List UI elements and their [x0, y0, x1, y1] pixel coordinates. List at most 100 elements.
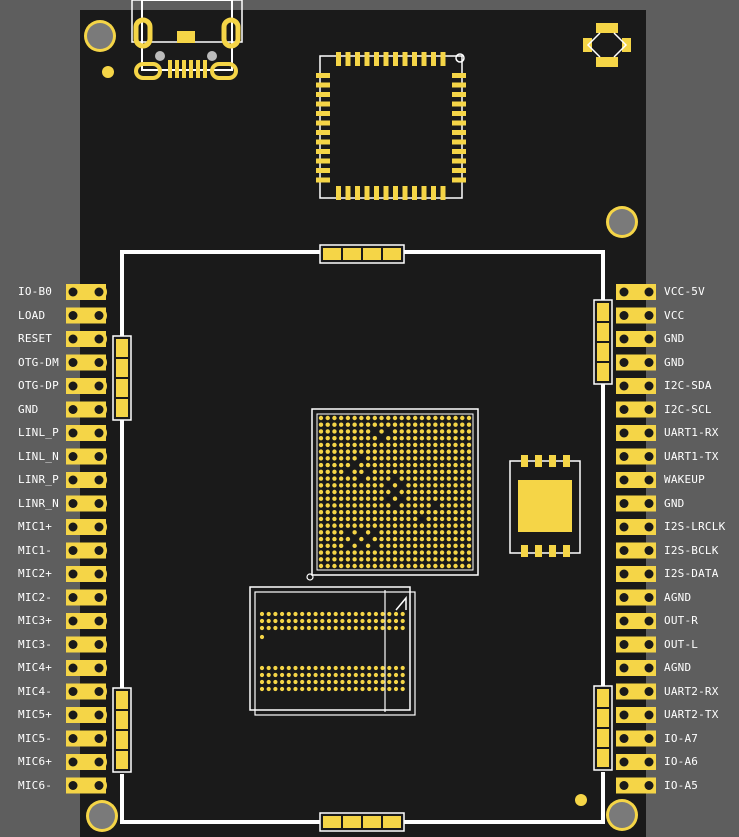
bga-ball — [426, 530, 431, 535]
mem-ball — [340, 618, 345, 624]
pin-hole — [94, 334, 104, 344]
bga-ball — [412, 489, 418, 495]
mem-ball — [393, 618, 399, 624]
pin-hole — [94, 358, 104, 367]
bga-ball — [399, 550, 404, 555]
left-header-pin — [66, 401, 107, 418]
left-pin-label: MIC6- — [18, 778, 53, 792]
bga-ball — [426, 476, 431, 481]
qfn-pin1 — [455, 53, 465, 63]
qfn-pad — [355, 52, 360, 66]
bga-ball — [332, 516, 337, 522]
right-header-pin — [616, 401, 656, 418]
mem-ball — [300, 672, 305, 678]
left-header-pin — [66, 519, 107, 535]
right-pin-label: VCC — [664, 308, 685, 322]
bga-ball — [412, 557, 418, 562]
bga-ball — [318, 429, 324, 434]
bga-ball — [433, 469, 438, 475]
bga-ball — [392, 516, 398, 522]
qfn-pad — [431, 186, 436, 200]
bga-ball — [332, 469, 337, 475]
left-header-pin — [66, 660, 107, 676]
right-pin-label: UART1-TX — [664, 449, 719, 463]
left-pin-label: MIC1- — [18, 543, 53, 557]
mem-ball — [353, 672, 358, 678]
bga-ball — [433, 536, 438, 542]
pin-hole — [619, 757, 629, 767]
bga-ball — [338, 442, 344, 448]
left-pin-label: GND — [18, 402, 39, 416]
pin-hole — [68, 311, 78, 320]
bga-ball — [365, 429, 371, 434]
bga-ball — [352, 563, 357, 569]
bga-ball — [359, 422, 364, 427]
left-pin-label: MIC3- — [18, 637, 53, 651]
bga-ball — [372, 523, 378, 528]
bga-ball — [460, 536, 465, 542]
bga-ball — [399, 557, 404, 562]
mem-ball — [340, 665, 345, 671]
bga-ball — [433, 476, 438, 481]
bga-ball — [453, 442, 458, 448]
right-pin-label: I2S-LRCLK — [664, 520, 726, 533]
bga-ball — [446, 435, 452, 441]
pad-segment — [363, 248, 381, 260]
right-header-pin — [616, 472, 656, 488]
bga-ball — [345, 483, 351, 488]
left-pin-label: OTG-DP — [18, 379, 59, 392]
bga-ball — [406, 550, 411, 555]
bga-ball — [325, 489, 330, 495]
qfn-pad — [452, 111, 466, 116]
bga-ball — [345, 523, 351, 528]
bga-ball — [318, 422, 324, 427]
bga-ball — [439, 523, 445, 528]
qfn-pad — [452, 168, 466, 173]
bga-ball — [433, 530, 438, 535]
right-header-pin — [616, 307, 656, 324]
bga-ball — [379, 523, 384, 528]
bga-ball — [345, 503, 351, 508]
pad-outline — [593, 299, 613, 385]
mounting-hole-icon — [84, 20, 116, 52]
bga-ball — [412, 523, 418, 528]
bga-ball — [386, 543, 391, 549]
right-pin-label: IO-A6 — [664, 755, 699, 768]
mem-ball — [273, 611, 278, 617]
qfn-pad — [452, 177, 466, 183]
bga-ball — [359, 503, 364, 508]
mem-ball — [333, 686, 338, 692]
bga-ball — [372, 503, 378, 508]
mem-ball — [306, 679, 311, 685]
left-header-pin — [66, 284, 107, 300]
pin-hole — [68, 428, 78, 438]
bga-ball — [466, 449, 472, 454]
usb-pad — [177, 31, 195, 43]
bga-ball — [460, 422, 465, 427]
bga-ball — [365, 563, 371, 569]
qfn-pad — [336, 186, 341, 200]
pad-outline — [319, 812, 405, 832]
mem-ball — [360, 618, 365, 624]
mem-ball — [313, 672, 318, 678]
bga-ball — [426, 496, 431, 501]
bga-ball — [399, 456, 404, 461]
bga-outline — [311, 408, 479, 576]
bga-ball — [325, 509, 330, 515]
bga-ball — [345, 415, 351, 421]
mem-ball — [326, 618, 332, 624]
bga-ball — [352, 442, 357, 448]
bga-ball — [359, 415, 364, 421]
bga-ball — [439, 456, 445, 461]
bga-ball — [466, 456, 472, 461]
mem-ball — [400, 665, 405, 671]
bga-ball — [426, 415, 431, 421]
mem-ball — [387, 672, 392, 678]
pin-hole — [94, 593, 104, 602]
bga-ball — [453, 456, 458, 461]
bga-ball — [332, 449, 337, 454]
bga-ball — [372, 550, 378, 555]
hole-center — [609, 802, 635, 828]
bga-ball — [332, 543, 337, 549]
mem-ball — [373, 686, 378, 692]
